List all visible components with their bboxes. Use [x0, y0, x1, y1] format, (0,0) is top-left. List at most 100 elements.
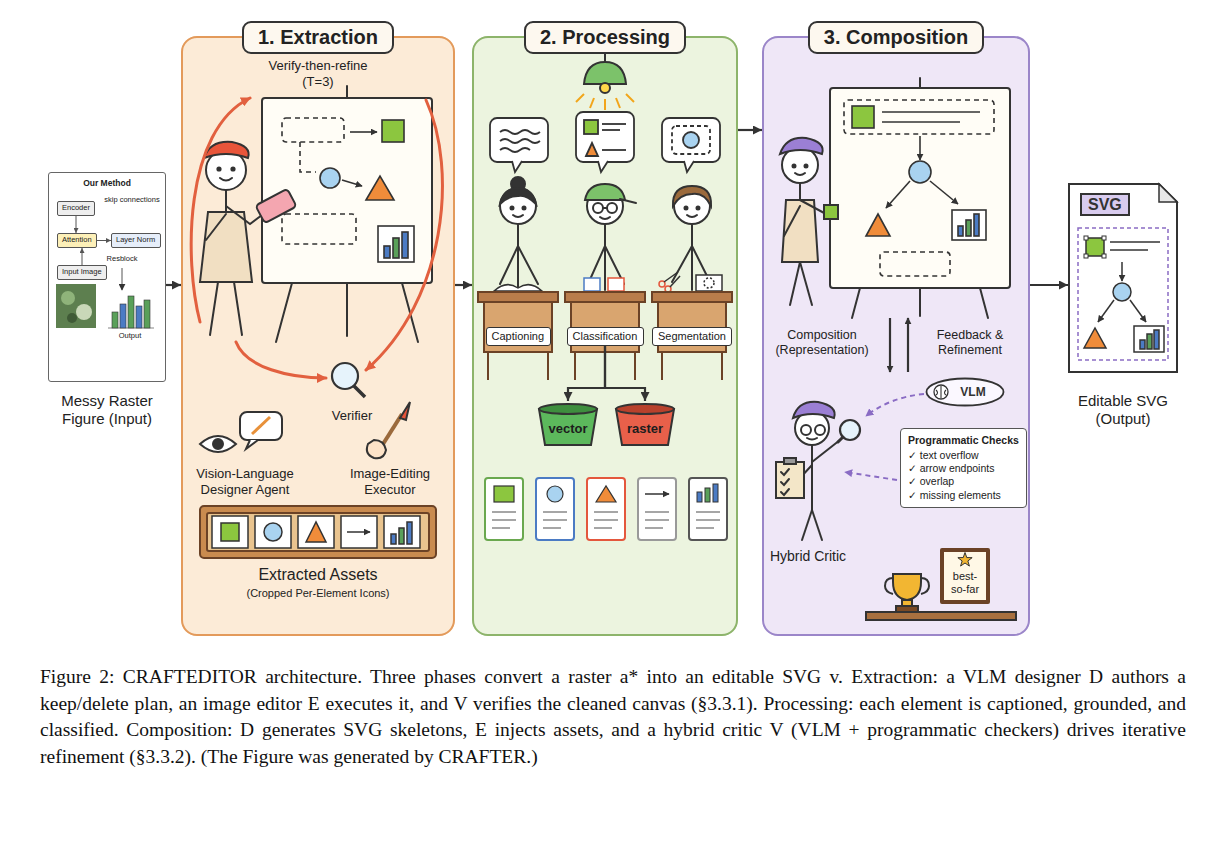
worker-figures — [685, 207, 688, 210]
critic-figure — [838, 437, 843, 442]
card-lines — [543, 527, 561, 529]
label-slot: Vision-Language Designer Agent — [183, 466, 307, 497]
artist-figure — [231, 167, 234, 170]
annotation-label: Feedback & Refinement — [922, 328, 1018, 358]
element-cards — [645, 493, 669, 495]
brain-icon — [934, 385, 948, 399]
document-sketch — [1140, 340, 1145, 349]
composer-figure — [780, 138, 823, 154]
lamp-rays — [576, 94, 584, 102]
flow-arrow — [82, 248, 83, 265]
desk-items — [696, 275, 722, 291]
composer-figure — [793, 165, 796, 168]
critic-figure — [793, 402, 835, 418]
composer-figure — [790, 262, 800, 305]
desks — [547, 352, 549, 380]
asset-icons — [347, 531, 370, 533]
refine-loop — [191, 98, 250, 322]
desk-items — [494, 285, 542, 291]
easel — [346, 86, 348, 98]
composer-figure — [805, 165, 808, 168]
figure-caption: Figure 2: CRAFTEDITOR architecture. Thre… — [40, 664, 1186, 770]
refine-loop — [191, 98, 442, 378]
annotation-label: Extracted Assets — [200, 565, 436, 584]
asset-tray — [200, 506, 436, 558]
speech-bubbles — [602, 129, 620, 131]
box-label: Captioning — [492, 330, 545, 343]
easel — [919, 288, 921, 316]
box-label: Classification — [573, 330, 638, 343]
layernorm-box: Layer Norm — [111, 233, 161, 248]
annotation-label: Editable SVG (Output) — [1062, 392, 1184, 428]
element-cards — [697, 492, 702, 502]
panel-title: 1. Extraction — [242, 21, 394, 54]
speech-bubbles — [602, 149, 626, 151]
asset-icons — [399, 528, 404, 544]
brain-icon — [936, 386, 946, 398]
attention-box: Attention — [57, 233, 97, 248]
board-flowchart — [880, 252, 950, 276]
label-slot: Resblock — [98, 254, 146, 263]
panel-title: 3. Composition — [808, 21, 984, 54]
easel — [830, 88, 1010, 288]
board-flowchart — [930, 181, 958, 204]
card-lines — [543, 511, 567, 513]
thumbnail-photo — [76, 304, 92, 320]
document-sketch — [1078, 228, 1168, 360]
document-sketch — [1110, 249, 1148, 251]
flow-arrow — [455, 284, 472, 286]
card-lines — [492, 519, 516, 521]
critic-figure — [802, 510, 812, 540]
board-sketch — [384, 246, 390, 258]
verifier-magnifier — [332, 363, 358, 389]
document-sketch — [1121, 262, 1123, 281]
flow-arrow — [97, 240, 111, 241]
panel-fill — [762, 36, 1030, 636]
asset-tray — [207, 513, 429, 551]
critic-figure — [811, 445, 813, 510]
speech-bubbles — [684, 161, 694, 172]
worker-figures — [511, 207, 514, 210]
critic-figure — [784, 458, 796, 464]
raster-bucket: raster — [614, 401, 676, 447]
artist-figure — [255, 189, 296, 224]
thumbnail-bars — [144, 300, 150, 328]
asset-tray — [200, 506, 436, 558]
bucket-rim — [539, 404, 597, 414]
element-cards — [638, 478, 676, 540]
board-sketch — [393, 238, 399, 258]
thumbnail-bars — [128, 296, 134, 328]
speech-bubbles — [683, 132, 699, 148]
panel-fill — [1070, 185, 1176, 371]
thumbnail-bars — [112, 312, 118, 328]
board-sketch — [282, 118, 414, 262]
board-sketch — [300, 142, 316, 172]
worker-figures — [523, 207, 526, 210]
annotation-label: Output — [104, 331, 156, 340]
desks — [652, 292, 732, 302]
board-sketch — [350, 131, 377, 133]
critic-figure — [807, 438, 817, 440]
panel-fill — [472, 36, 738, 636]
worker-figures — [517, 224, 519, 290]
artist-figure — [234, 282, 242, 335]
document-sketch — [1084, 254, 1088, 258]
trophy-shelf — [866, 612, 1016, 620]
check-item: ✓ overlap — [908, 475, 1019, 488]
refine-loop — [236, 342, 326, 378]
eye-icon — [252, 417, 270, 434]
board-flowchart — [966, 220, 971, 236]
document-sketch — [1086, 238, 1104, 256]
element-cards — [494, 486, 514, 502]
critic-figure — [781, 469, 789, 495]
speech-bubbles — [512, 161, 522, 172]
label-slot: Feedback & Refinement — [922, 328, 1018, 358]
desks — [565, 292, 645, 302]
label-slot: (Cropped Per-Element Icons) — [200, 587, 436, 600]
document-sketch — [1110, 241, 1160, 243]
phase-panel: 1. Extraction — [181, 36, 455, 636]
task-plaque: Classification — [567, 327, 644, 346]
worker-figures — [607, 203, 617, 213]
artist-figure — [206, 214, 226, 240]
